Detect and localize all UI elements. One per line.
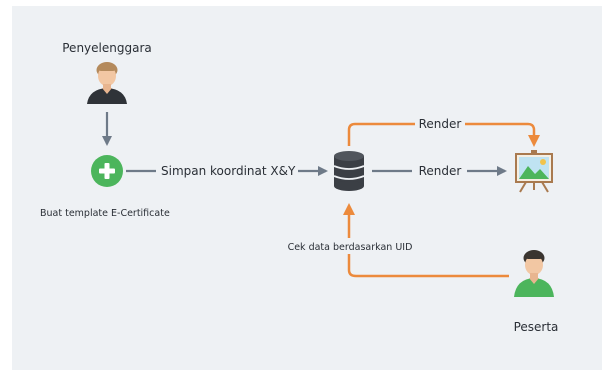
render-top-label: Render <box>419 117 462 131</box>
render-mid-label: Render <box>419 164 462 178</box>
template-label: Buat template E-Certificate <box>40 208 170 219</box>
render-top-left-segment <box>347 122 415 146</box>
organizer-label: Penyelenggara <box>62 41 151 55</box>
easel-picture-icon <box>515 150 553 193</box>
check-uid-label-bg <box>286 238 412 254</box>
participant-label: Peserta <box>514 320 559 334</box>
save-coords-label: Simpan koordinat X&Y <box>161 164 296 178</box>
render-top-right-segment <box>465 122 540 147</box>
check-uid-arrow <box>343 203 509 278</box>
check-uid-label: Cek data berdasarkan UID <box>288 242 413 253</box>
plus-circle-icon <box>91 155 123 187</box>
database-icon <box>333 151 365 191</box>
participant-icon <box>514 250 554 297</box>
organizer-icon <box>87 62 127 104</box>
